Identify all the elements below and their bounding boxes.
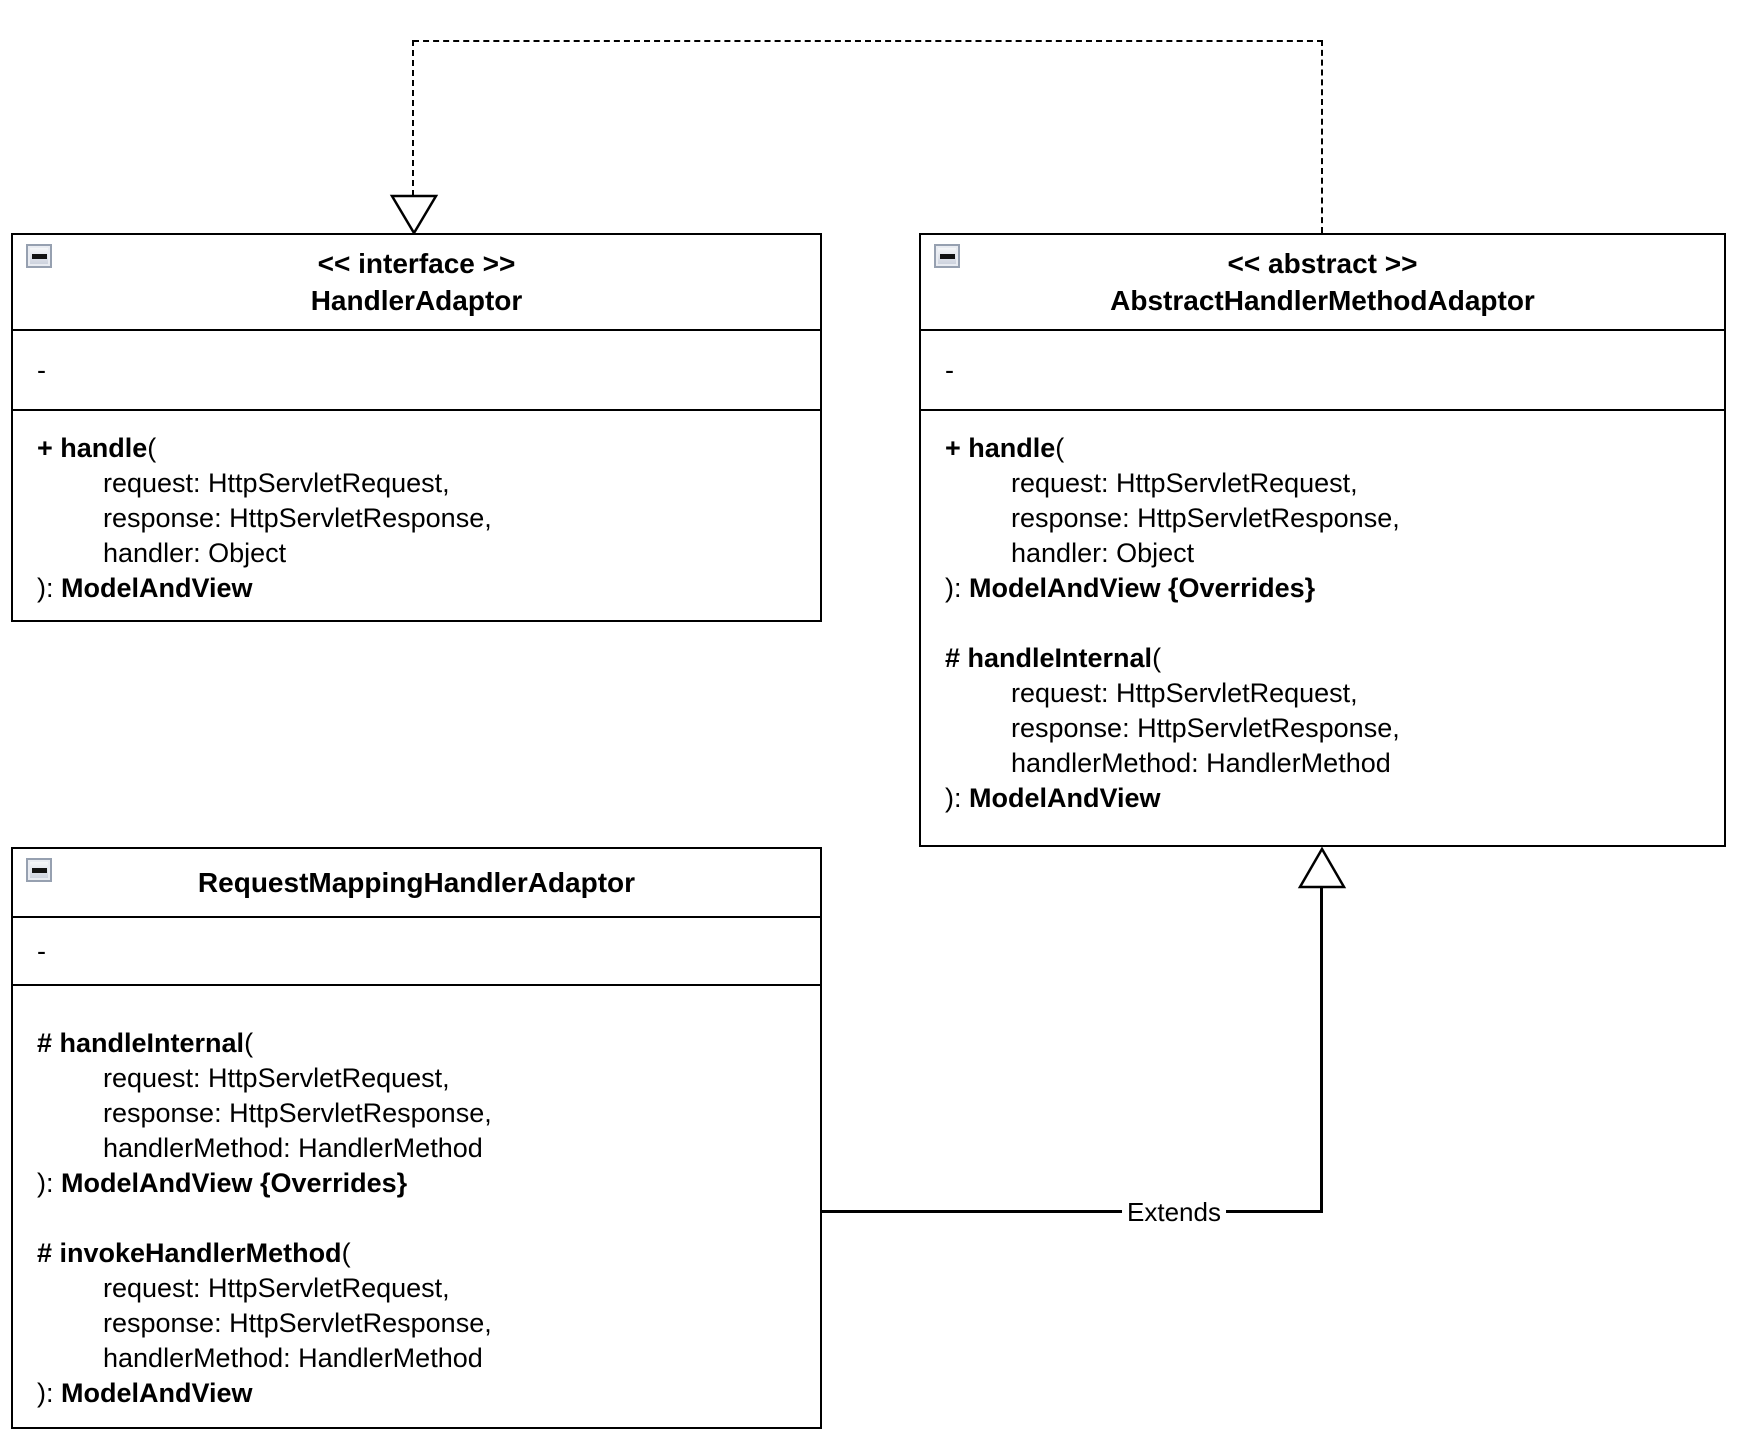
method-param: handler: Object	[1011, 538, 1195, 568]
method-return-line: ): ModelAndView {Overrides}	[37, 1166, 814, 1201]
class-stereotype: << interface >>	[317, 248, 516, 279]
method-param: request: HttpServletRequest,	[103, 1273, 450, 1303]
method-separator	[37, 1201, 814, 1236]
title-compartment: << abstract >> AbstractHandlerMethodAdap…	[921, 235, 1724, 331]
title-compartment: RequestMappingHandlerAdaptor	[13, 849, 820, 918]
method-separator	[945, 606, 1718, 641]
title-compartment: << interface >> HandlerAdaptor	[13, 235, 820, 331]
realization-connector-horizontal[interactable]	[413, 40, 1323, 42]
attributes-compartment: -	[13, 331, 820, 411]
method-param: request: HttpServletRequest,	[103, 468, 450, 498]
extends-arrowhead-triangle	[1297, 846, 1347, 889]
method-name: # handleInternal	[945, 643, 1153, 673]
minus-icon	[31, 253, 47, 259]
method-param: response: HttpServletResponse,	[103, 503, 492, 533]
class-name: HandlerAdaptor	[310, 285, 523, 316]
collapse-icon[interactable]	[934, 244, 960, 268]
collapse-icon[interactable]	[26, 244, 52, 268]
method-return-line: ): ModelAndView	[945, 781, 1718, 816]
attributes-compartment: -	[13, 918, 820, 986]
method-param: handler: Object	[103, 538, 287, 568]
attributes-compartment: -	[921, 331, 1724, 411]
method-open-paren: (	[1055, 433, 1065, 463]
method-open-paren: (	[244, 1028, 254, 1058]
method-signature: + handle(	[945, 431, 1718, 466]
realization-arrowhead-triangle	[389, 194, 439, 235]
extends-arrowhead[interactable]	[1297, 846, 1347, 890]
method-param: handlerMethod: HandlerMethod	[103, 1133, 483, 1163]
method-param: request: HttpServletRequest,	[1011, 678, 1358, 708]
method-close-paren: ):	[37, 1168, 61, 1198]
methods-compartment: # handleInternal( request: HttpServletRe…	[13, 986, 820, 1427]
method-param: handlerMethod: HandlerMethod	[103, 1343, 483, 1373]
method-close-paren: ):	[37, 1378, 61, 1408]
minus-icon	[939, 253, 955, 259]
method-param: handlerMethod: HandlerMethod	[1011, 748, 1391, 778]
method-return-type: ModelAndView	[969, 783, 1161, 813]
extends-connector-horizontal[interactable]	[820, 1210, 1323, 1213]
method-name: # invokeHandlerMethod	[37, 1238, 342, 1268]
class-box-handler-adaptor[interactable]: << interface >> HandlerAdaptor - + handl…	[11, 233, 822, 622]
method-return-type: ModelAndView {Overrides}	[969, 573, 1316, 603]
realization-connector-vertical-right[interactable]	[1321, 40, 1323, 233]
method-open-paren: (	[341, 1238, 351, 1268]
method-signature: # handleInternal(	[945, 641, 1718, 676]
class-box-request-mapping-handler-adaptor[interactable]: RequestMappingHandlerAdaptor - # handleI…	[11, 847, 822, 1429]
method-param: response: HttpServletResponse,	[103, 1098, 492, 1128]
class-box-abstract-handler-method-adaptor[interactable]: << abstract >> AbstractHandlerMethodAdap…	[919, 233, 1726, 847]
class-stereotype: << abstract >>	[1227, 248, 1418, 279]
method-signature: # handleInternal(	[37, 1026, 814, 1061]
method-signature: + handle(	[37, 431, 814, 466]
method-name: # handleInternal	[37, 1028, 245, 1058]
method-return-line: ): ModelAndView	[37, 1376, 814, 1411]
method-param: response: HttpServletResponse,	[1011, 503, 1400, 533]
method-return-type: ModelAndView	[61, 1378, 253, 1408]
method-param: response: HttpServletResponse,	[103, 1308, 492, 1338]
method-signature: # invokeHandlerMethod(	[37, 1236, 814, 1271]
method-open-paren: (	[1152, 643, 1162, 673]
minus-icon	[31, 867, 47, 873]
method-name: + handle	[945, 433, 1056, 463]
method-return-type: ModelAndView {Overrides}	[61, 1168, 408, 1198]
extends-label: Extends	[1122, 1197, 1226, 1227]
method-close-paren: ):	[945, 573, 969, 603]
class-name: AbstractHandlerMethodAdaptor	[1110, 285, 1535, 316]
method-return-line: ): ModelAndView	[37, 571, 814, 606]
method-close-paren: ):	[945, 783, 969, 813]
method-open-paren: (	[147, 433, 157, 463]
attributes-placeholder: -	[37, 935, 46, 966]
method-return-type: ModelAndView	[61, 573, 253, 603]
collapse-icon[interactable]	[26, 858, 52, 882]
method-param: request: HttpServletRequest,	[1011, 468, 1358, 498]
attributes-placeholder: -	[37, 354, 46, 385]
methods-compartment: + handle( request: HttpServletRequest, r…	[13, 411, 820, 620]
extends-connector-vertical[interactable]	[1320, 886, 1323, 1212]
method-param: response: HttpServletResponse,	[1011, 713, 1400, 743]
method-param: request: HttpServletRequest,	[103, 1063, 450, 1093]
method-name: + handle	[37, 433, 148, 463]
attributes-placeholder: -	[945, 354, 954, 385]
method-close-paren: ):	[37, 573, 61, 603]
realization-connector-vertical-left[interactable]	[412, 40, 414, 196]
realization-arrowhead[interactable]	[389, 194, 439, 235]
class-name: RequestMappingHandlerAdaptor	[197, 867, 636, 898]
method-return-line: ): ModelAndView {Overrides}	[945, 571, 1718, 606]
methods-compartment: + handle( request: HttpServletRequest, r…	[921, 411, 1724, 845]
